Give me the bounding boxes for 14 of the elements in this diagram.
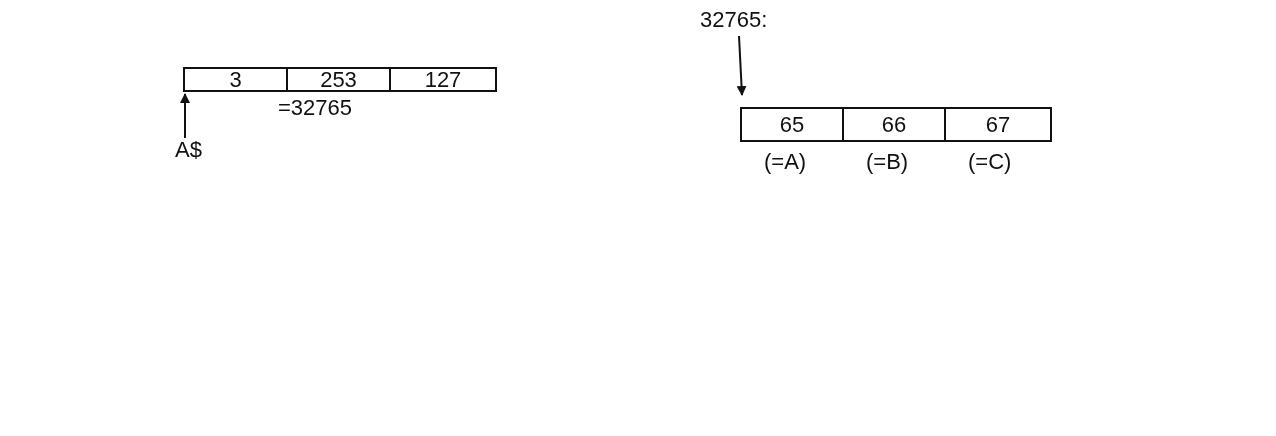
value-note: (=B) bbox=[866, 150, 909, 174]
memory-cell: 253 bbox=[286, 67, 391, 92]
memory-cell: 3 bbox=[183, 67, 288, 92]
pointer-label: 32765: bbox=[700, 8, 768, 32]
memory-cell: 127 bbox=[389, 67, 497, 92]
arrow bbox=[180, 93, 190, 139]
memory-cell: 66 bbox=[842, 107, 946, 142]
value-note: (=A) bbox=[764, 150, 807, 174]
address-value: =32765 bbox=[278, 96, 353, 120]
memory-cell: 65 bbox=[740, 107, 844, 142]
pointer-label: A$ bbox=[175, 138, 202, 162]
value-note: (=C) bbox=[968, 150, 1012, 174]
memory-cell: 67 bbox=[944, 107, 1052, 142]
arrow bbox=[736, 35, 747, 96]
